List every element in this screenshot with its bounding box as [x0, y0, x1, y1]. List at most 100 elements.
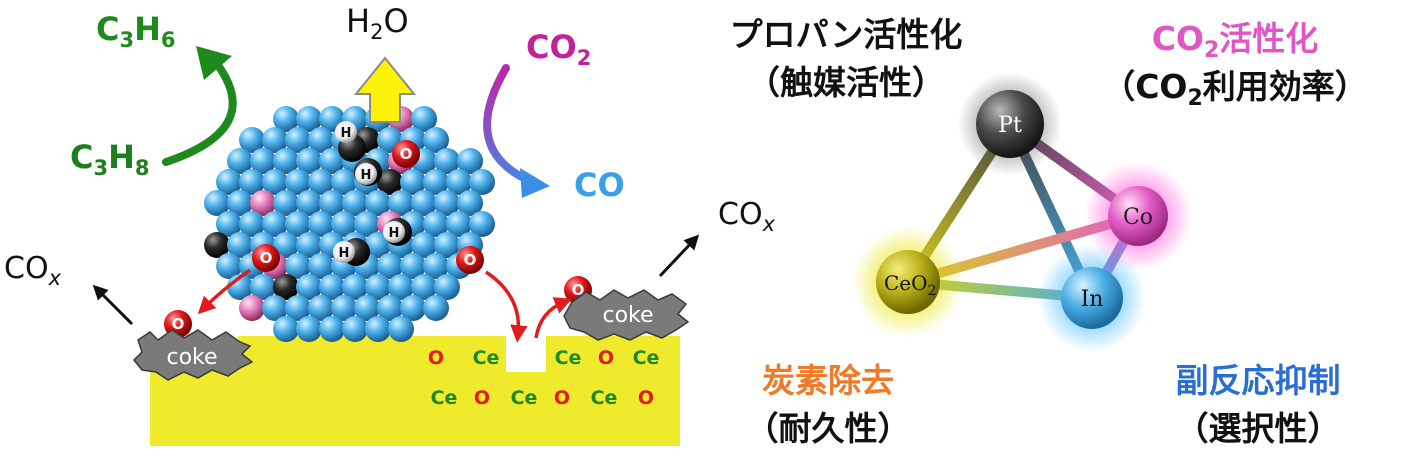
cluster-atom [227, 190, 253, 216]
oxygen-atom-label: O [260, 249, 273, 267]
cluster-atom [262, 295, 288, 321]
cluster-atom [273, 316, 299, 342]
hydrogen-atom-label: H [361, 168, 372, 183]
cluster-atom [331, 295, 357, 321]
cluster-atom [204, 232, 230, 258]
oxygen-atom [252, 244, 280, 272]
c3h8-label: C3H8 [70, 138, 150, 180]
cluster-atom [423, 253, 449, 279]
cluster-atom [285, 211, 311, 237]
cluster-atom [273, 148, 299, 174]
cluster-atom [411, 274, 437, 300]
cluster-atom [319, 148, 345, 174]
hydrogen-atom-label: H [339, 246, 350, 261]
cluster-atom [296, 106, 322, 132]
cluster-atom [377, 253, 403, 279]
lattice-row2-atom: O [554, 387, 570, 409]
lattice-row1-atom: Ce [555, 347, 582, 369]
cluster-atom [434, 148, 460, 174]
cluster-atom [446, 211, 472, 237]
cluster-atom [308, 295, 334, 321]
c3h6-label: C3H6 [96, 10, 176, 52]
h2o-arrow [353, 56, 417, 123]
cluster-atom [273, 232, 299, 258]
cluster-atom [469, 169, 495, 195]
pt-label: Pt [998, 113, 1022, 138]
cluster-atom [354, 211, 380, 237]
cox-label-left: COx [4, 251, 62, 290]
cluster-atom [388, 316, 414, 342]
hydrogen-atom-label: H [389, 226, 400, 241]
cluster-atom [250, 274, 276, 300]
cox-label-right: COx [718, 197, 776, 236]
hydrogen-atom [335, 121, 357, 143]
cluster-atom [354, 295, 380, 321]
cluster-atom [296, 190, 322, 216]
cluster-atom [296, 274, 322, 300]
co2-activation-sub: （CO2利用効率） [1102, 67, 1368, 111]
cox-arrow-right [658, 234, 700, 278]
cluster-atom [227, 232, 253, 258]
o-spillover-arrow [197, 268, 252, 315]
cluster-atom [411, 106, 437, 132]
in-sphere [1061, 267, 1123, 329]
ceo2-sphere [876, 250, 940, 314]
o-spillover-arrow [534, 297, 573, 339]
cluster-atom [285, 169, 311, 195]
lattice-row1-atom: O [428, 347, 444, 369]
cluster-atom [400, 295, 426, 321]
cluster-atom [308, 169, 334, 195]
cluster-atom [400, 253, 426, 279]
cluster-atom [296, 232, 322, 258]
propane-arrow-head [196, 46, 232, 80]
cluster-atom [411, 232, 437, 258]
lattice-row2-atom: Ce [591, 387, 618, 409]
oxygen-atom-label: O [464, 251, 477, 269]
cluster-atom [434, 190, 460, 216]
cluster-atom [365, 274, 391, 300]
cluster-atom [239, 295, 265, 321]
cluster-atom [308, 127, 334, 153]
carbon-removal-sub: （耐久性） [746, 409, 911, 448]
cluster-atom [342, 274, 368, 300]
cluster-atom [216, 169, 242, 195]
co2-activation-title: CO2活性化 [1152, 19, 1319, 63]
cluster-atom [434, 232, 460, 258]
lattice-row2-atom: Ce [431, 387, 458, 409]
coke-deposit-right [563, 289, 690, 341]
carbon-removal-title: 炭素除去 [762, 361, 894, 400]
cluster-atom [239, 169, 265, 195]
oxygen-atom-label: O [172, 315, 185, 333]
oxygen-atom-label: O [400, 145, 413, 163]
propane-activation-sub: （触媒活性） [747, 63, 945, 102]
hydrogen-atom [333, 241, 355, 263]
co-label-sphere: Co [1123, 205, 1153, 230]
lattice-row1-atom: Ce [473, 347, 500, 369]
lattice-row2-atom: Ce [511, 387, 538, 409]
cluster-atom [457, 148, 483, 174]
cluster-atom [400, 169, 426, 195]
hydrogen-atom [355, 163, 377, 185]
cluster-atom [262, 169, 288, 195]
cluster-atom [388, 190, 414, 216]
cluster-atom [204, 190, 230, 216]
cluster-atom [319, 190, 345, 216]
co-sphere [1108, 186, 1168, 246]
lattice-row1-atom: Ce [633, 347, 660, 369]
cluster-atom [239, 211, 265, 237]
cluster-atom [239, 127, 265, 153]
cluster-atom [216, 253, 242, 279]
side-reaction-sub: （選択性） [1176, 409, 1341, 448]
cluster-atom [411, 190, 437, 216]
cluster-atom [262, 211, 288, 237]
cluster-atom [285, 295, 311, 321]
cox-arrow-left [92, 284, 134, 326]
hydrogen-atom-label: H [341, 126, 352, 141]
o-spillover-arrow [485, 270, 528, 343]
cluster-atom [457, 190, 483, 216]
cluster-atom [331, 169, 357, 195]
cluster-atom [250, 190, 276, 216]
cluster-atom [319, 316, 345, 342]
